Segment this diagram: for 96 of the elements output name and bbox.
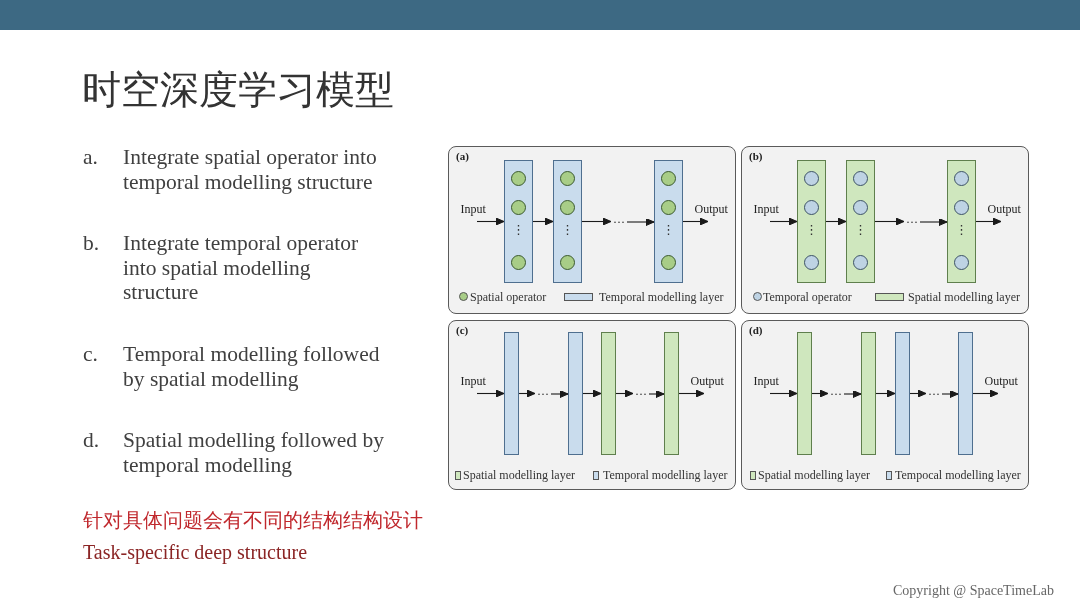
operator-circle xyxy=(511,255,526,270)
panel-frame xyxy=(741,320,1029,490)
ellipsis-text: ··· xyxy=(633,386,649,402)
arrow xyxy=(825,217,847,226)
operator-circle xyxy=(804,255,819,270)
operator-circle xyxy=(560,255,575,270)
arrow xyxy=(919,218,948,226)
operator-circle xyxy=(853,171,868,186)
list-letter: b. xyxy=(83,231,100,256)
arrow xyxy=(582,389,602,398)
subtitle-text: Task-specific deep structure xyxy=(83,540,308,564)
arrow xyxy=(476,217,505,226)
arrow xyxy=(581,217,612,226)
ellipsis-text: ··· xyxy=(535,386,551,402)
vertical-ellipsis: ⋮ xyxy=(661,222,676,237)
arrow xyxy=(769,217,798,226)
list-letter: a. xyxy=(83,145,98,170)
operator-circle xyxy=(954,255,969,270)
arrow xyxy=(843,390,862,398)
list-item: Integrate temporal operator into spatial modelling structure xyxy=(123,231,360,305)
arrow xyxy=(975,217,1002,226)
layer-bar xyxy=(846,160,875,283)
vertical-ellipsis: ⋮ xyxy=(560,222,575,237)
legend-label: Spatial operator xyxy=(470,290,547,304)
arrow xyxy=(550,390,569,398)
arrow xyxy=(626,218,655,226)
operator-circle xyxy=(804,171,819,186)
layer-bar xyxy=(947,160,976,283)
arrow xyxy=(682,217,709,226)
layer-bar xyxy=(601,332,616,455)
operator-circle xyxy=(661,171,676,186)
list-item: Temporal modelling followed by spatial modelling xyxy=(123,342,381,391)
operator-circle xyxy=(511,200,526,215)
operator-circle xyxy=(853,200,868,215)
operator-circle xyxy=(954,171,969,186)
arrow xyxy=(518,389,536,398)
ellipsis-text: ··· xyxy=(828,386,844,402)
ellipsis-text: ··· xyxy=(611,214,627,230)
panel-label: (c) xyxy=(456,324,469,337)
panel-frame xyxy=(448,146,736,314)
operator-circle xyxy=(661,200,676,215)
vertical-ellipsis: ⋮ xyxy=(511,222,526,237)
layer-bar xyxy=(664,332,679,455)
legend-label: Temporal modelling layer xyxy=(599,290,724,304)
operator-circle xyxy=(560,171,575,186)
legend-label: Spatial modelling layer xyxy=(463,468,575,482)
legend-label: Tempocal modelling layer xyxy=(895,468,1021,482)
layer-bar xyxy=(797,332,812,455)
layer-bar xyxy=(895,332,910,455)
layer-bar xyxy=(553,160,582,283)
vertical-ellipsis: ⋮ xyxy=(804,222,819,237)
layer-bar xyxy=(568,332,583,455)
arrow xyxy=(909,389,927,398)
operator-circle xyxy=(661,255,676,270)
list-letter: d. xyxy=(83,428,100,453)
layer-bar xyxy=(797,160,826,283)
arrow xyxy=(875,389,896,398)
list-item: Integrate spatial operator into temporal modelling structure xyxy=(123,145,378,194)
slide-title: 时空深度学习模型 xyxy=(82,66,394,114)
arrow xyxy=(648,390,665,398)
arrow xyxy=(941,390,959,398)
operator-circle xyxy=(954,200,969,215)
layer-bar xyxy=(504,160,533,283)
layer-bar xyxy=(861,332,876,455)
arrow xyxy=(769,389,798,398)
ellipsis-text: ··· xyxy=(904,214,920,230)
arrow xyxy=(678,389,705,398)
arrow xyxy=(615,389,634,398)
vertical-ellipsis: ⋮ xyxy=(853,222,868,237)
note-text: 针对具体问题会有不同的结构结构设计 xyxy=(83,507,423,533)
operator-circle xyxy=(853,255,868,270)
panel-label: (a) xyxy=(456,150,469,163)
legend-label: Spatial modelling layer xyxy=(908,290,1020,304)
list-letter: c. xyxy=(83,342,98,367)
operator-circle xyxy=(560,200,575,215)
legend-label: Temporal modelling layer xyxy=(603,468,728,482)
legend-label: Spatial modelling layer xyxy=(758,468,870,482)
ellipsis-text: ··· xyxy=(926,386,942,402)
arrow xyxy=(811,389,829,398)
panel-frame xyxy=(741,146,1029,314)
panel-label: (b) xyxy=(749,150,763,163)
arrow xyxy=(476,389,505,398)
operator-circle xyxy=(511,171,526,186)
copyright-text: Copyright @ SpaceTimeLab xyxy=(893,582,1054,599)
arrow xyxy=(532,217,554,226)
operator-circle xyxy=(804,200,819,215)
layer-bar xyxy=(958,332,973,455)
panel-frame xyxy=(448,320,736,490)
arrow xyxy=(972,389,999,398)
vertical-ellipsis: ⋮ xyxy=(954,222,969,237)
layer-bar xyxy=(504,332,519,455)
layer-bar xyxy=(654,160,683,283)
panel-label: (d) xyxy=(749,324,763,337)
legend-label: Temporal operator xyxy=(763,290,852,304)
arrow xyxy=(874,217,905,226)
list-item: Spatial modelling followed by temporal modelling xyxy=(123,428,385,477)
